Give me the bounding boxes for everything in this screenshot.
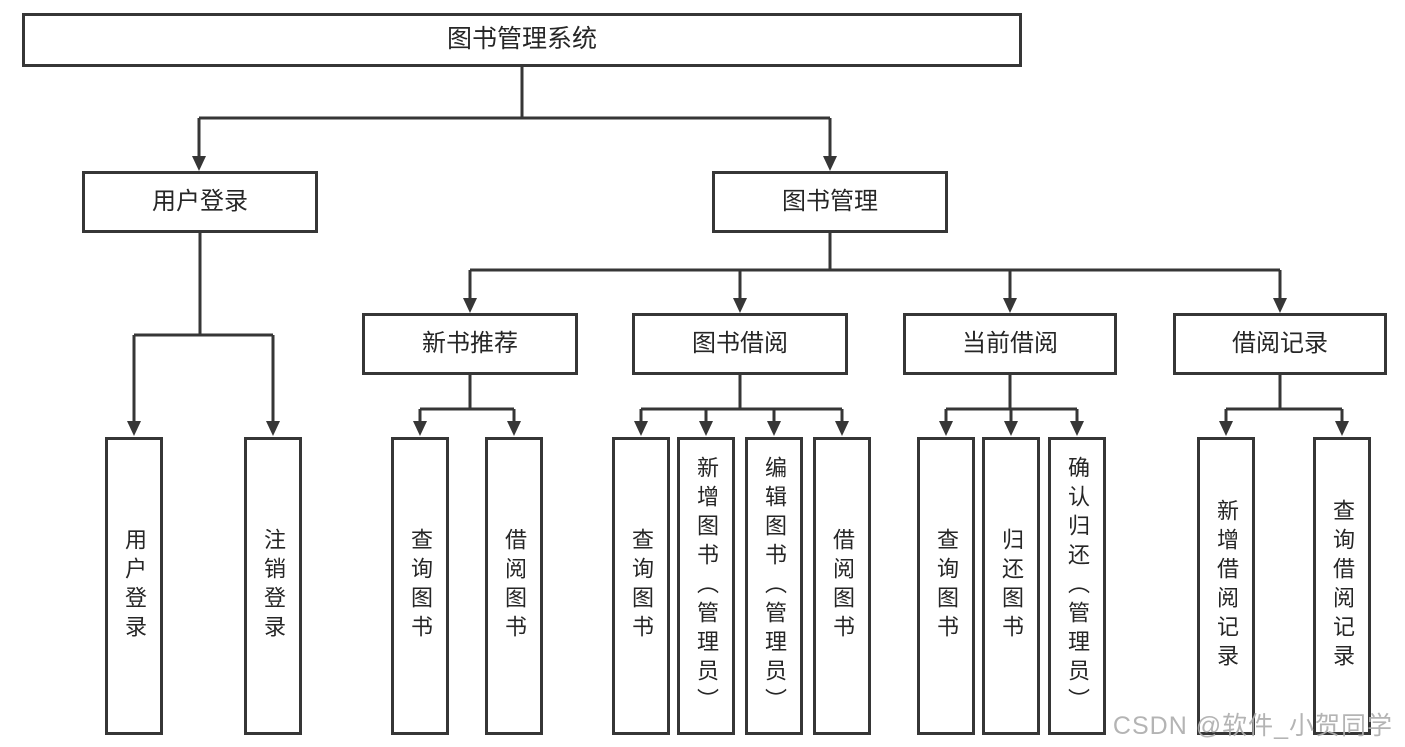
node-user-login: 用户登录 <box>82 171 318 233</box>
leaf-query-books-borrow: 查询图书 <box>612 437 670 735</box>
csdn-watermark: CSDN @软件_小贺同学 <box>1112 712 1393 740</box>
leaf-query-borrow-record: 查询借阅记录 <box>1313 437 1371 735</box>
node-current-borrow: 当前借阅 <box>903 313 1117 375</box>
node-book-management: 图书管理 <box>712 171 948 233</box>
node-library-system: 图书管理系统 <box>22 13 1022 67</box>
leaf-logout-login: 注销登录 <box>244 437 302 735</box>
leaf-edit-book-admin: 编辑图书（管理员） <box>745 437 803 735</box>
node-new-book-recommend: 新书推荐 <box>362 313 578 375</box>
connector-strokes <box>132 67 1344 423</box>
leaf-user-login: 用户登录 <box>105 437 163 735</box>
leaf-borrow-books-borrow: 借阅图书 <box>813 437 871 735</box>
leaf-query-books-recommend: 查询图书 <box>391 437 449 735</box>
arrowheads <box>127 156 1349 436</box>
leaf-query-books-current: 查询图书 <box>917 437 975 735</box>
leaf-add-borrow-record: 新增借阅记录 <box>1197 437 1255 735</box>
leaf-borrow-books-recommend: 借阅图书 <box>485 437 543 735</box>
leaf-confirm-return-admin: 确认归还（管理员） <box>1048 437 1106 735</box>
node-borrow-records: 借阅记录 <box>1173 313 1387 375</box>
node-book-borrow: 图书借阅 <box>632 313 848 375</box>
leaf-add-book-admin: 新增图书（管理员） <box>677 437 735 735</box>
leaf-return-book: 归还图书 <box>982 437 1040 735</box>
